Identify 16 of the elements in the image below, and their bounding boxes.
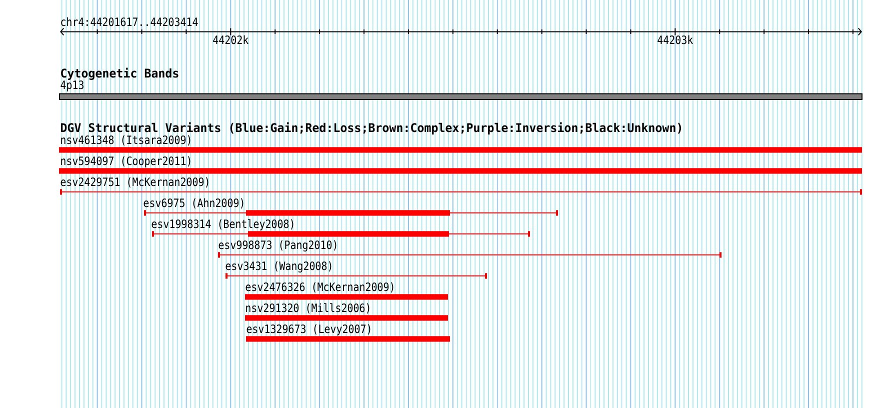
variant-label: esv2429751 (McKernan2009) <box>60 177 208 188</box>
variant-label: esv998873 (Pang2010) <box>218 240 336 252</box>
variant-label: esv6975 (Ahn2009) <box>144 198 244 209</box>
tick-label: 44203k <box>658 35 693 44</box>
track-title: DGV Structural Variants (Blue:Gain;Red:Loss;Brown:Complex;Purple:Inversion;Black:Unknown) <box>61 122 682 134</box>
variant-label: nsv291320 (Mills2006) <box>246 303 370 314</box>
variant-label: esv1329673 (Levy2007) <box>246 324 370 336</box>
track-title: Cytogenetic Bands <box>61 68 178 80</box>
position-label: chr4:44201617..44203414 <box>61 17 198 26</box>
variant-label: esv1998314 (Bentley2008) <box>152 219 294 230</box>
variant-label: nsv461348 (Itsara2009) <box>61 135 190 146</box>
variant-label: esv2476326 (McKernan2009) <box>246 282 394 293</box>
variant-label: nsv594097 (Cooper2011) <box>61 156 190 168</box>
band-label: 4p13 <box>60 80 84 92</box>
variant-label: esv3431 (Wang2008) <box>226 261 332 272</box>
tick-label: 44202k <box>213 35 248 44</box>
